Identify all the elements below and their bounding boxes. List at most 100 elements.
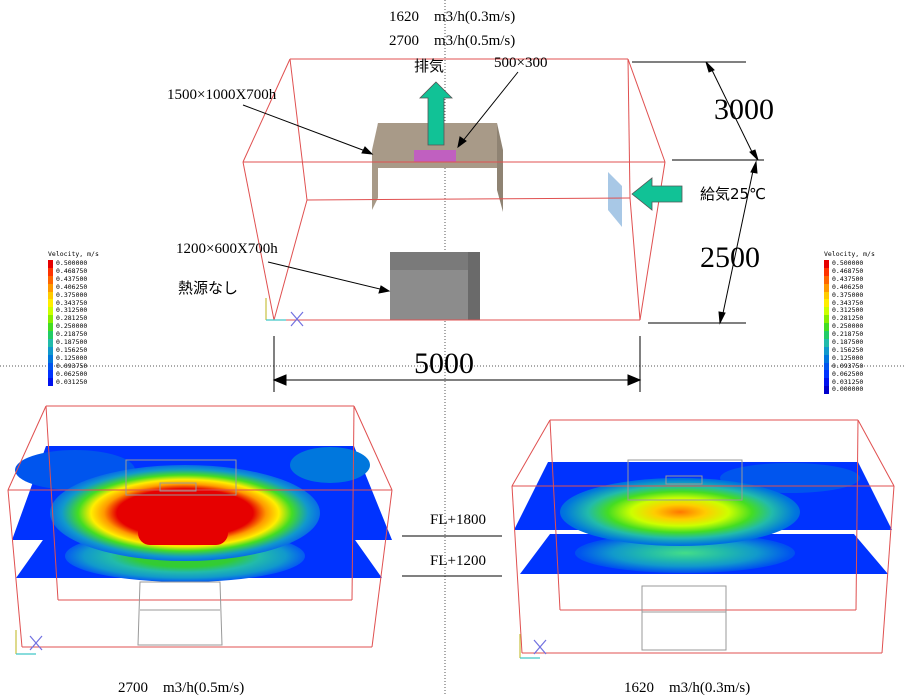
up-arrow-icon	[419, 81, 453, 146]
caption-left: 2700 m3/h(0.5m/s)	[118, 680, 245, 696]
legend-value: 0.437500	[56, 274, 88, 283]
legend-swatch	[824, 323, 829, 332]
legend-value: 0.093750	[56, 361, 88, 370]
legend-value: 0.125000	[56, 353, 88, 362]
exhaust-duct	[414, 150, 456, 162]
legend-swatch	[824, 267, 829, 276]
legend-swatch	[48, 299, 53, 308]
caption-right: 1620 m3/h(0.3m/s)	[624, 680, 751, 696]
legend-swatch	[48, 346, 53, 355]
legend-value: 0.312500	[56, 306, 88, 315]
exhaust-label: 排気	[414, 57, 445, 75]
legend-swatch	[824, 275, 829, 284]
legend-value: 0.031250	[832, 377, 864, 386]
legend-swatch	[824, 354, 829, 363]
flow-rate-2700-label: 2700 m3/h(0.5m/s)	[389, 33, 516, 49]
legend-value: 0.062500	[832, 369, 864, 378]
supply-air-label: 給気25℃	[700, 185, 766, 203]
legend-value: 0.250000	[832, 322, 864, 331]
dimension-lines	[272, 61, 764, 392]
plane-fl1200-label: FL+1200	[430, 553, 486, 569]
box-size-label: 1200×600X700h	[176, 241, 278, 257]
hood	[372, 123, 497, 168]
legend-swatch	[48, 291, 53, 300]
legend-swatch	[824, 370, 829, 379]
legend-swatch	[824, 260, 829, 268]
legend-swatch	[48, 315, 53, 324]
dimension-3000: 3000	[714, 93, 774, 126]
legend-value: 0.375000	[832, 290, 864, 299]
left-arrow-icon	[631, 177, 683, 211]
no-heat-source-label: 熱源なし	[178, 279, 239, 297]
legend-swatch	[48, 362, 53, 371]
legend-value: 0.312500	[832, 306, 864, 315]
legend-swatch	[48, 267, 53, 276]
legend-swatch	[824, 299, 829, 308]
legend-swatch	[824, 378, 829, 387]
legend-swatch	[48, 370, 53, 379]
legend-value: 0.406250	[56, 282, 88, 291]
legend-value: 0.062500	[56, 369, 88, 378]
legend-swatch	[824, 307, 829, 316]
legend-swatch	[824, 346, 829, 355]
legend-value: 0.156250	[56, 345, 88, 354]
legend-title: Velocity, m/s	[824, 250, 875, 258]
legend-value: 0.281250	[832, 314, 864, 323]
legend-color-bar	[48, 260, 53, 387]
legend-swatch	[824, 283, 829, 292]
legend-value: 0.281250	[56, 314, 88, 323]
legend-value: 0.125000	[832, 353, 864, 362]
legend-swatch	[824, 338, 829, 347]
legend-swatch	[48, 331, 53, 339]
flow-rate-1620-label: 1620 m3/h(0.3m/s)	[389, 9, 516, 25]
dimension-5000: 5000	[414, 347, 474, 380]
legend-value: 0.031250	[56, 377, 88, 386]
legend-value: 0.156250	[832, 345, 864, 354]
plane-fl1800-label: FL+1800	[430, 512, 486, 528]
axis-triad-icon	[15, 630, 43, 655]
legend-value: 0.437500	[832, 274, 864, 283]
legend-value: 0.375000	[56, 290, 88, 299]
supply-inlet	[608, 172, 622, 227]
dimension-2500: 2500	[700, 241, 760, 274]
legend-value: 0.000000	[832, 385, 864, 394]
legend-value: 0.187500	[832, 338, 864, 346]
legend-swatch	[824, 291, 829, 300]
legend-value: 0.343750	[832, 298, 864, 307]
legend-swatch	[824, 315, 829, 324]
legend-value: 0.406250	[832, 282, 864, 291]
legend-value: 0.500000	[832, 259, 864, 267]
legend-value: 0.468750	[56, 266, 88, 275]
legend-swatch	[48, 283, 53, 292]
legend-value: 0.218750	[832, 330, 864, 339]
legend-value: 0.187500	[56, 338, 88, 346]
axis-triad-icon	[519, 634, 547, 659]
legend-title: Velocity, m/s	[48, 250, 99, 258]
legend-swatch	[48, 307, 53, 316]
legend-swatch	[48, 338, 53, 347]
legend-swatch	[824, 331, 829, 339]
legend-swatch	[48, 354, 53, 363]
duct-size-label: 500×300	[494, 55, 548, 71]
legend-swatch	[48, 378, 53, 387]
legend-color-bar	[824, 260, 829, 395]
legend-value: 0.500000	[56, 259, 88, 267]
legend-value: 0.093750	[832, 361, 864, 370]
legend-value: 0.468750	[832, 266, 864, 275]
legend-value: 0.343750	[56, 298, 88, 307]
legend-swatch	[48, 260, 53, 268]
legend-swatch	[824, 362, 829, 371]
axis-triad-icon	[265, 298, 304, 327]
legend-value: 0.218750	[56, 330, 88, 339]
legend-swatch	[48, 275, 53, 284]
hood-size-label: 1500×1000X700h	[167, 87, 277, 103]
legend-value: 0.250000	[56, 322, 88, 331]
legend-swatch	[48, 323, 53, 332]
legend-swatch	[824, 386, 829, 395]
